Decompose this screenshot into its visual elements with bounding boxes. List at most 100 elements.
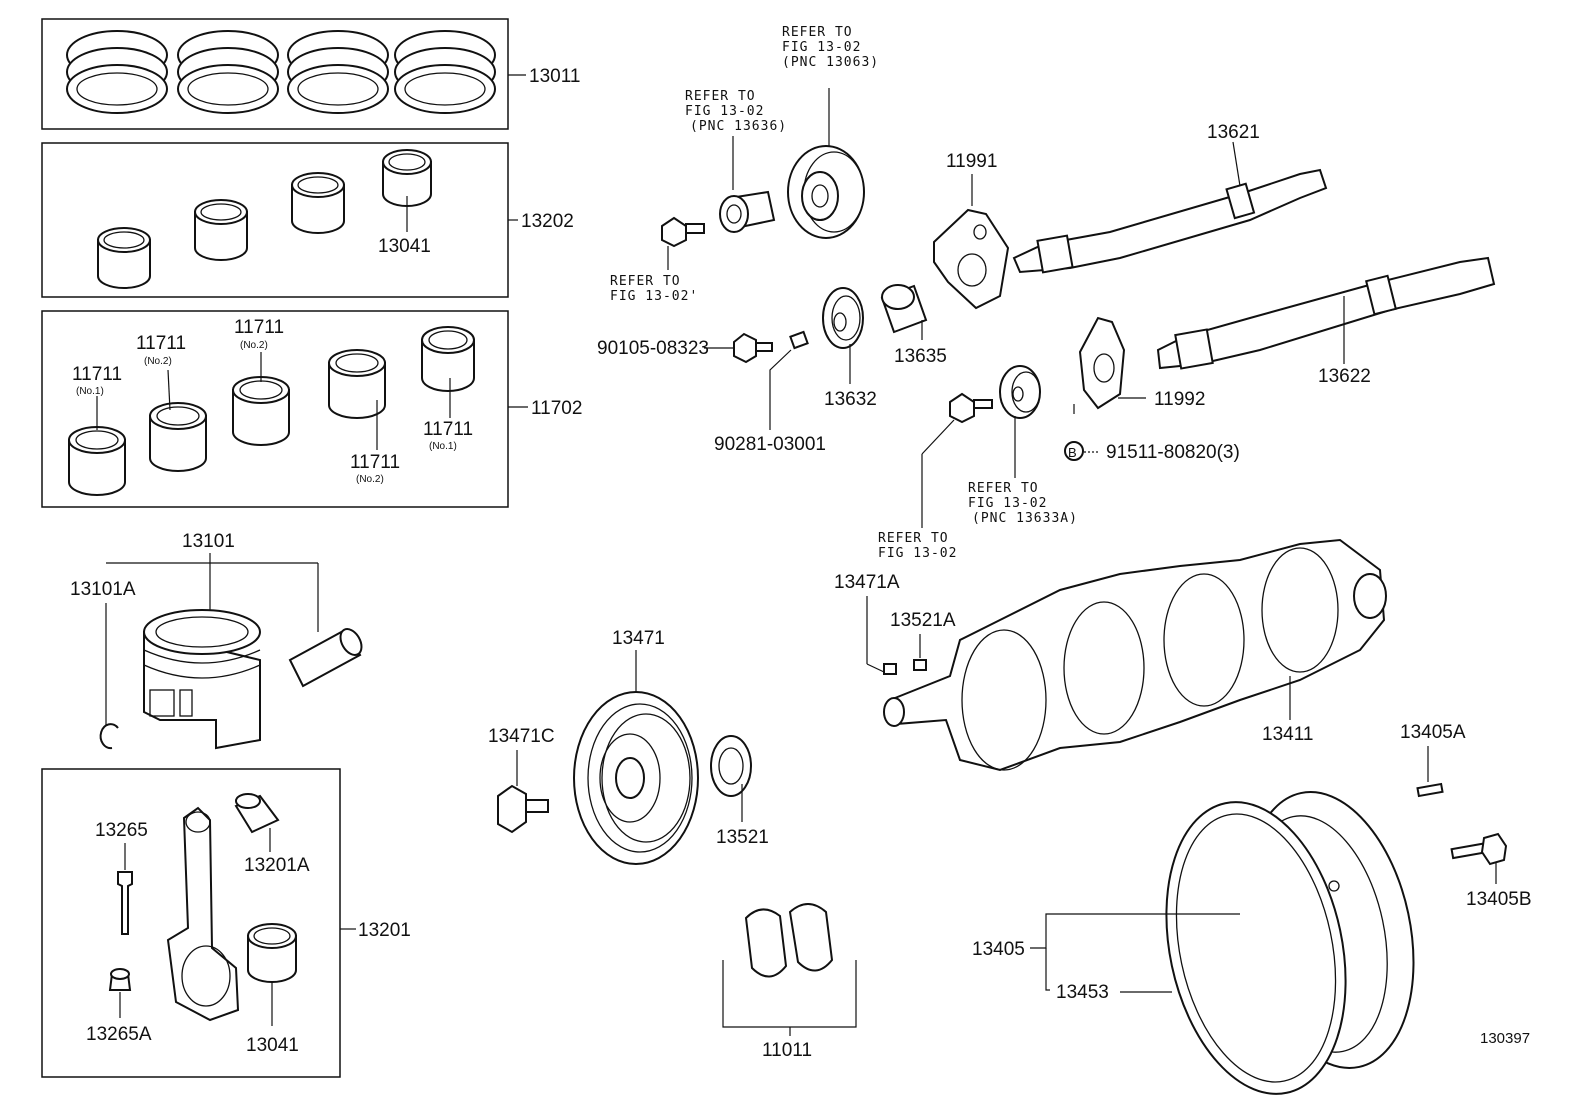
label-11992: 11992 <box>1154 389 1205 410</box>
piston-group: 13101 13101A <box>70 531 366 750</box>
label-13265: 13265 <box>95 820 148 841</box>
label-13453: 13453 <box>1056 982 1109 1003</box>
cam-drive-gear[interactable] <box>822 287 864 349</box>
label-13471C: 13471C <box>488 726 555 747</box>
ref-13636-line1: REFER TO <box>685 89 756 104</box>
figure-id: 130397 <box>1480 1030 1530 1047</box>
note-no2-left: (No.2) <box>144 356 172 367</box>
thrust-washer-group: 11011 <box>722 903 857 1061</box>
ref-13063-line1: REFER TO <box>782 25 853 40</box>
label-13471A: 13471A <box>834 572 900 593</box>
label-90281-03001: 90281-03001 <box>714 434 826 455</box>
cam-plate-11991[interactable] <box>933 208 1010 310</box>
connecting-rod-bearing[interactable] <box>247 923 297 983</box>
label-11702: 11702 <box>531 398 582 419</box>
label-13101: 13101 <box>182 531 235 552</box>
circle-b-letter: B <box>1068 445 1077 460</box>
label-13405A: 13405A <box>1400 722 1466 743</box>
label-11711-no1-left: 11711 <box>72 364 122 385</box>
plug-13471A[interactable] <box>883 663 897 675</box>
label-11711-no2-mid: 11711 <box>234 317 284 338</box>
ref-13063-line3: (PNC 13063) <box>782 55 879 70</box>
dowel-pin-13405A[interactable] <box>1416 782 1444 798</box>
crankshaft[interactable] <box>883 538 1387 772</box>
gear-spacer-13635[interactable] <box>880 284 928 334</box>
ref-13636-line2: FIG 13-02 <box>685 104 764 119</box>
cam-gear-spacer[interactable] <box>719 190 776 233</box>
connecting-rod-group: 13265 13201A 13201 13265A 13041 <box>41 768 411 1078</box>
flywheel-group: 13405A 13405B 13405 13453 <box>972 722 1532 1099</box>
cam-plate-11992[interactable] <box>1078 316 1126 410</box>
label-13202: 13202 <box>521 211 574 232</box>
crank-pulley[interactable] <box>573 691 699 865</box>
bolt-b-marker: B <box>1064 441 1084 461</box>
camshaft-13622[interactable] <box>1156 256 1496 370</box>
label-13201: 13201 <box>358 920 411 941</box>
crank-pulley-bolt[interactable] <box>497 784 549 834</box>
label-13471: 13471 <box>612 628 665 649</box>
plug-13521A[interactable] <box>913 659 927 671</box>
ref-13633A-line3: (PNC 13633A) <box>972 511 1078 526</box>
bolt-90105[interactable] <box>733 332 773 364</box>
crank-bearing-set-group: 13041 13202 <box>41 142 574 298</box>
piston-ring-set[interactable] <box>66 30 496 114</box>
label-11711-no2-left: 11711 <box>136 333 186 354</box>
cam-gear-bolt-lower[interactable] <box>949 392 993 424</box>
main-bearing-set-group: 11711 (No.1) 11711 (No.2) 11711 (No.2) 1… <box>41 310 582 508</box>
ref-13633A-line1: REFER TO <box>968 481 1039 496</box>
label-90105-08323: 90105-08323 <box>597 338 709 359</box>
label-13621: 13621 <box>1207 122 1260 143</box>
label-11711-no1-right: 11711 <box>423 419 473 440</box>
label-13405: 13405 <box>972 939 1025 960</box>
crank-bearing-set[interactable] <box>97 149 432 289</box>
label-13011: 13011 <box>529 66 580 87</box>
connecting-rod-nut[interactable] <box>108 968 132 991</box>
piston[interactable] <box>143 609 261 750</box>
label-13265A: 13265A <box>86 1024 152 1045</box>
label-13622: 13622 <box>1318 366 1371 387</box>
label-91511-80820: 91511-80820(3) <box>1106 442 1240 463</box>
note-no1-right: (No.1) <box>429 441 457 452</box>
ring-gear[interactable] <box>1141 785 1371 1099</box>
main-bearing-set[interactable] <box>68 326 475 496</box>
label-13041-top: 13041 <box>378 236 431 257</box>
crank-pulley-group: 13471 13471C 13521 <box>488 628 769 865</box>
thrust-washer-set[interactable] <box>744 903 834 978</box>
flywheel-bolt-13405B[interactable] <box>1450 832 1508 866</box>
key-90281[interactable] <box>789 330 809 350</box>
label-13041-bottom: 13041 <box>246 1035 299 1056</box>
ref-fig-line1: REFER TO <box>610 274 681 289</box>
ref-13063-line2: FIG 13-02 <box>782 40 861 55</box>
label-13101A: 13101A <box>70 579 136 600</box>
label-11011: 11011 <box>762 1040 812 1061</box>
connecting-rod-bushing[interactable] <box>234 793 280 834</box>
cam-drive-gear-lower[interactable] <box>999 365 1041 419</box>
cam-timing-pulley[interactable] <box>787 145 865 239</box>
crankshaft-group: 13471A 13521A 13411 <box>834 538 1387 772</box>
label-11991: 11991 <box>946 151 997 172</box>
cam-gear-bolt-upper[interactable] <box>661 216 705 248</box>
label-13635: 13635 <box>894 346 947 367</box>
note-no2-mid: (No.2) <box>240 340 268 351</box>
cam-drive-group: REFER TO FIG 13-02 (PNC 13063) REFER TO … <box>597 25 1496 561</box>
label-13521: 13521 <box>716 827 769 848</box>
label-13405B: 13405B <box>1466 889 1532 910</box>
connecting-rod[interactable] <box>166 806 240 1022</box>
connecting-rod-bolt[interactable] <box>117 871 133 935</box>
ref-fig-line2: FIG 13-02' <box>610 289 698 304</box>
ref-fig-lower-line1: REFER TO <box>878 531 949 546</box>
label-13632: 13632 <box>824 389 877 410</box>
label-13411: 13411 <box>1262 724 1313 745</box>
camshaft-13621[interactable] <box>1012 168 1328 274</box>
timing-sprocket[interactable] <box>710 735 752 797</box>
ref-13636-line3: (PNC 13636) <box>690 119 787 134</box>
label-13201A: 13201A <box>244 855 310 876</box>
piston-pin[interactable] <box>288 625 366 688</box>
label-13521A: 13521A <box>890 610 956 631</box>
label-11711-no2-right: 11711 <box>350 452 400 473</box>
ref-fig-lower-line2: FIG 13-02 <box>878 546 957 561</box>
ref-13633A-line2: FIG 13-02 <box>968 496 1047 511</box>
piston-pin-clip[interactable] <box>99 723 119 750</box>
note-no2-right: (No.2) <box>356 474 384 485</box>
